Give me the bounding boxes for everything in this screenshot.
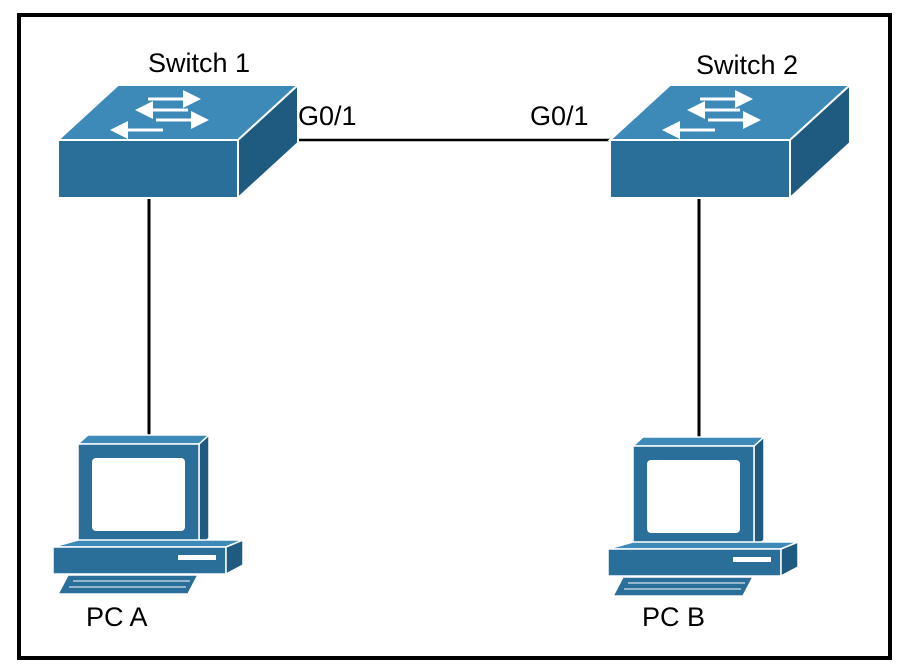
pca-label: PC A	[86, 602, 148, 632]
switch2-port-label: G0/1	[530, 101, 589, 131]
network-switch-icon	[58, 85, 298, 198]
desktop-computer-icon	[52, 434, 244, 595]
desktop-computer-icon	[607, 436, 799, 597]
diagram-frame	[17, 13, 892, 660]
network-switch-icon	[610, 85, 850, 198]
pcb-label: PC B	[642, 602, 706, 632]
switch1-label: Switch 1	[148, 48, 251, 78]
switch1-port-label: G0/1	[298, 101, 357, 131]
switch2-label: Switch 2	[696, 50, 799, 80]
